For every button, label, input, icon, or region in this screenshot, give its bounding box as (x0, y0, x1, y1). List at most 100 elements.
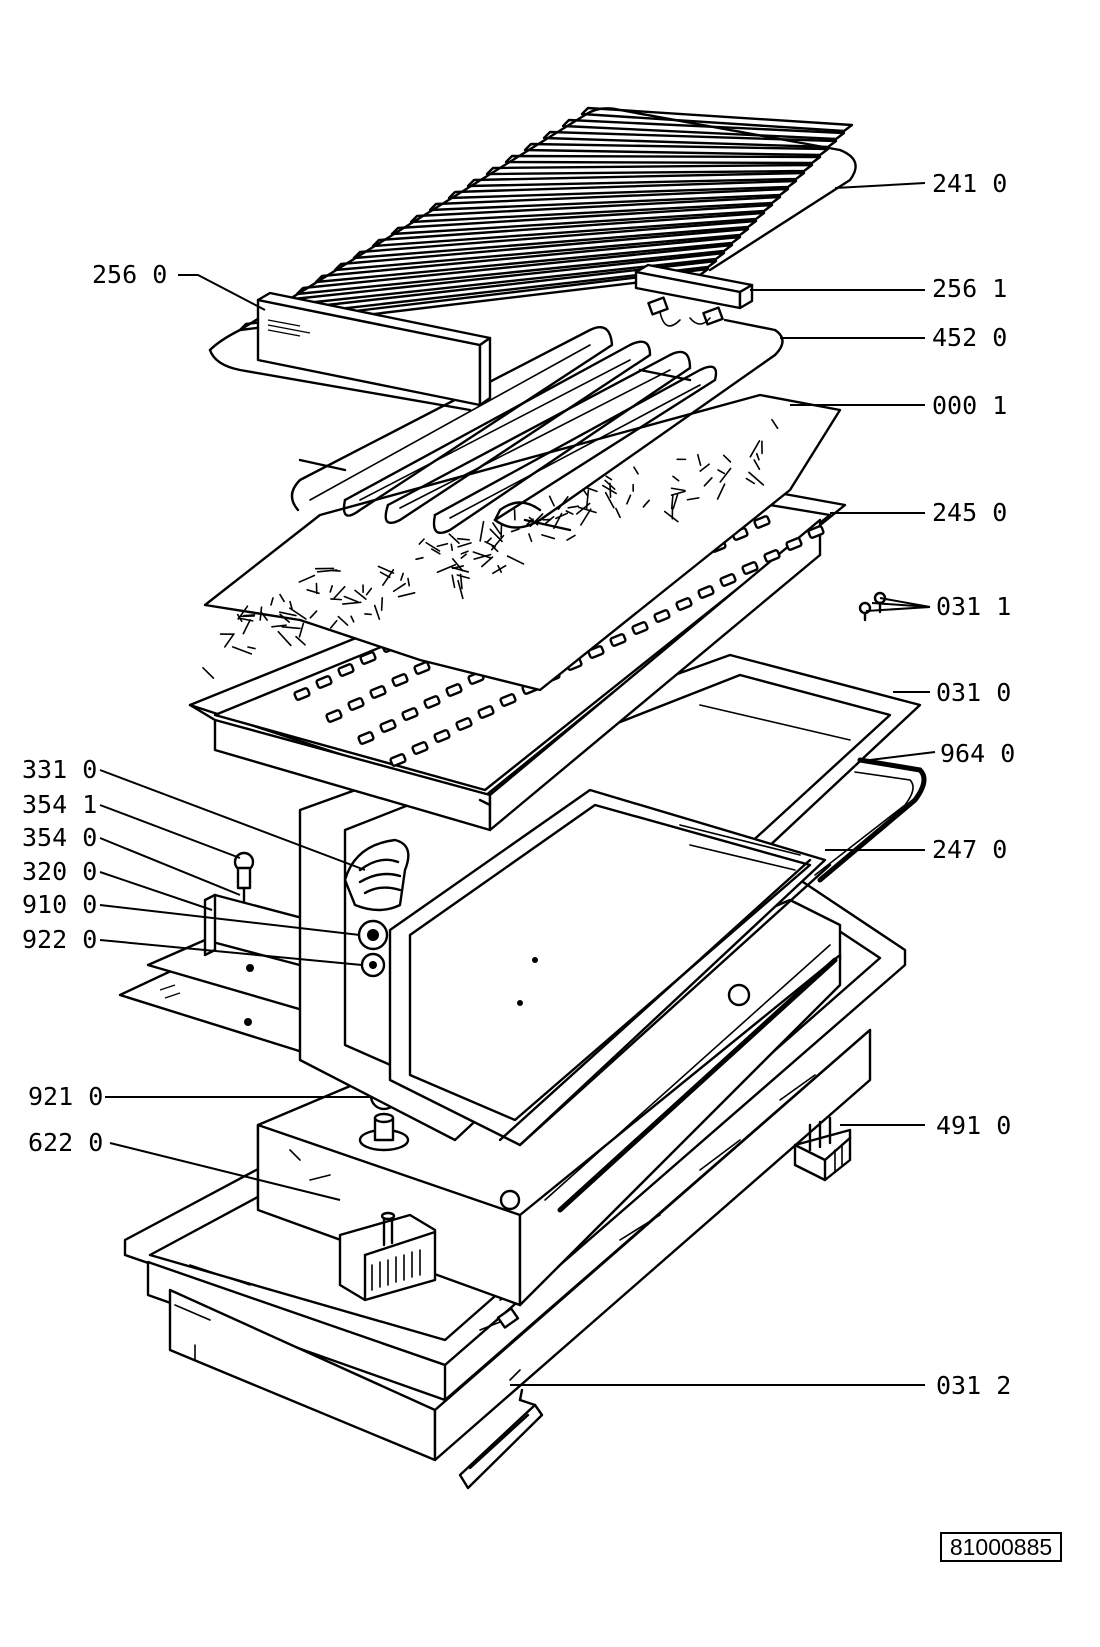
leader-3541 (99, 804, 241, 859)
mat-fiber (567, 505, 580, 509)
tray-hole (675, 597, 693, 611)
mat-fiber (231, 646, 253, 655)
tray-hole (325, 709, 343, 723)
connector-491 (793, 1116, 852, 1182)
mat-fiber (696, 453, 702, 466)
mat-fiber (260, 611, 268, 621)
tray-hole (337, 663, 355, 677)
mat-fiber (510, 528, 520, 533)
mat-fiber (481, 556, 494, 568)
mat-fiber (259, 606, 263, 621)
mat-fiber (615, 507, 621, 519)
mat-fiber (407, 577, 411, 587)
mat-fiber (605, 475, 613, 481)
tray-hole (455, 717, 473, 731)
mat-fiber (578, 506, 597, 514)
mat-fiber (365, 587, 373, 596)
mat-fiber (451, 558, 464, 572)
mat-fiber (295, 635, 306, 646)
rack-bar (542, 130, 838, 149)
mat-fiber (289, 607, 307, 620)
mat-fiber (716, 483, 726, 500)
tray-hole (445, 683, 463, 697)
rack-bar (333, 227, 750, 272)
tray-hole (719, 573, 737, 587)
tray-hole (807, 525, 825, 539)
mat-fiber (670, 494, 674, 510)
tray-hole (753, 515, 771, 529)
document-reference-box: 81000885 (940, 1532, 1062, 1562)
tray-hole (433, 729, 451, 743)
tray-hole (411, 741, 429, 755)
label-2470: 247 0 (932, 835, 1007, 864)
mat-fiber (309, 610, 318, 619)
mat-fiber (430, 548, 441, 555)
label-6220: 622 0 (28, 1128, 103, 1157)
mat-fiber (548, 495, 555, 507)
label-4520: 452 0 (932, 323, 1007, 352)
rack-bar (295, 243, 734, 296)
part-labels: 241 0 256 0 256 1 452 0 000 1 245 0 031 … (22, 169, 1015, 1400)
label-2561: 256 1 (932, 274, 1007, 303)
mat-fiber (281, 626, 301, 630)
screws-0311 (858, 591, 887, 622)
mat-fiber (457, 579, 464, 600)
tray-hole (631, 621, 649, 635)
mat-fiber (415, 556, 424, 561)
mat-fiber (585, 486, 598, 493)
mat-fiber (686, 497, 700, 501)
tray-hole (741, 561, 759, 575)
mat-fiber (224, 633, 235, 648)
mat-fiber (506, 555, 525, 565)
leader-3200 (99, 871, 213, 911)
mat-fiber (350, 615, 355, 623)
mat-fiber (601, 484, 617, 495)
leader-lines (99, 182, 936, 1386)
tray-hole (587, 645, 605, 659)
mat-fiber (270, 597, 274, 606)
mat-fiber (298, 622, 305, 638)
mat-fiber (333, 585, 346, 599)
mat-fiber (448, 533, 460, 544)
leader-6220 (109, 1142, 341, 1201)
mat-fiber (485, 537, 492, 544)
mat-fiber (382, 568, 395, 586)
heating-coil-452 (290, 296, 784, 535)
mat-fiber (722, 454, 732, 463)
mat-fiber (418, 538, 425, 545)
mat-fiber (377, 565, 395, 574)
bracket-0312 (458, 1388, 544, 1490)
label-2450: 245 0 (932, 498, 1007, 527)
mat-fiber (555, 512, 569, 520)
label-3310: 331 0 (22, 755, 97, 784)
mat-fiber (472, 551, 492, 559)
mat-fiber (670, 487, 686, 492)
mat-fiber (749, 440, 761, 458)
document-reference-number: 81000885 (949, 1533, 1053, 1560)
label-0311: 031 1 (936, 592, 1011, 621)
leader-2560 (178, 274, 266, 311)
mat-fiber (717, 469, 726, 475)
mat-fiber (580, 508, 592, 526)
mat-fiber (277, 630, 292, 647)
mat-fiber (380, 597, 384, 612)
mat-fiber (489, 528, 503, 543)
mat-fiber (279, 613, 290, 623)
bar-256-1 (634, 263, 754, 310)
mat-fiber (279, 593, 285, 603)
mat-fiber (748, 471, 765, 486)
mat-fiber (755, 452, 760, 461)
tray-hole (347, 697, 365, 711)
mat-fiber (745, 477, 756, 485)
label-3541: 354 1 (22, 790, 97, 819)
label-2560: 256 0 (92, 260, 167, 289)
tray-hole (369, 685, 387, 699)
mat-fiber (329, 585, 333, 593)
mat-fiber (541, 534, 556, 540)
label-9640: 964 0 (940, 739, 1015, 768)
mat-fiber (397, 591, 416, 598)
tray-hole (785, 537, 803, 551)
mat-fiber (699, 463, 711, 472)
rack-bar (428, 187, 790, 212)
label-3540: 354 0 (22, 823, 97, 852)
